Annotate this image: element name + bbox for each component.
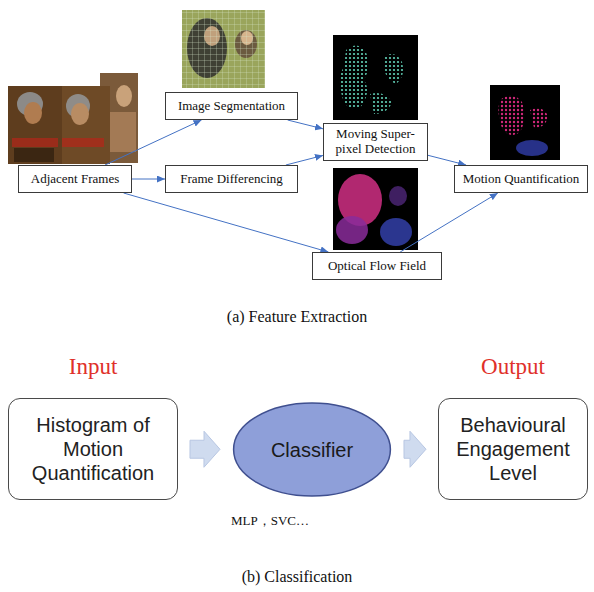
motion-quantification-photo <box>490 85 560 160</box>
node-text: Behavioural Engagement Level <box>447 413 579 485</box>
flow-arrow <box>428 155 466 165</box>
process-box: Adjacent Frames <box>18 165 132 193</box>
node-text: Classifier <box>271 438 353 462</box>
ellipse-node: Classifier <box>232 402 392 497</box>
subfigure-caption: (a) Feature Extraction <box>227 308 367 326</box>
node-text: Adjacent Frames <box>31 172 119 187</box>
node-text: Motion Quantification <box>463 172 580 187</box>
node-text: Image Segmentation <box>178 99 285 114</box>
flow-arrow <box>105 120 201 165</box>
rounded-box: OutputBehavioural Engagement Level <box>438 398 588 500</box>
flow-arrow <box>286 155 323 165</box>
flow-arrow <box>400 193 498 252</box>
rounded-box: InputHistogram of Motion Quantification <box>8 398 178 500</box>
flow-arrow <box>132 179 165 180</box>
process-box: Frame Differencing <box>165 165 298 193</box>
subfigure-caption: (b) Classification <box>242 568 353 586</box>
node-text: Frame Differencing <box>180 172 283 187</box>
flow-arrow <box>124 193 329 252</box>
block-arrow <box>404 431 426 467</box>
block-arrow <box>190 431 220 467</box>
process-box: Image Segmentation <box>165 92 298 120</box>
classifier-examples: MLP，SVC… <box>231 512 309 530</box>
node-text: Histogram of Motion Quantification <box>17 413 169 485</box>
process-box: Motion Quantification <box>454 165 588 193</box>
heading-label: Input <box>9 353 177 381</box>
process-box: Optical Flow Field <box>312 252 442 280</box>
process-box: Moving Super-pixel Detection <box>323 123 428 161</box>
adjacent-frames-photo <box>8 73 138 164</box>
optical-flow-photo <box>333 168 418 250</box>
flow-arrow <box>288 120 323 129</box>
heading-label: Output <box>439 353 587 381</box>
node-text: Optical Flow Field <box>328 259 426 274</box>
moving-superpixel-photo <box>333 35 418 120</box>
node-text: Moving Super-pixel Detection <box>328 127 423 157</box>
segmentation-photo <box>182 10 265 88</box>
